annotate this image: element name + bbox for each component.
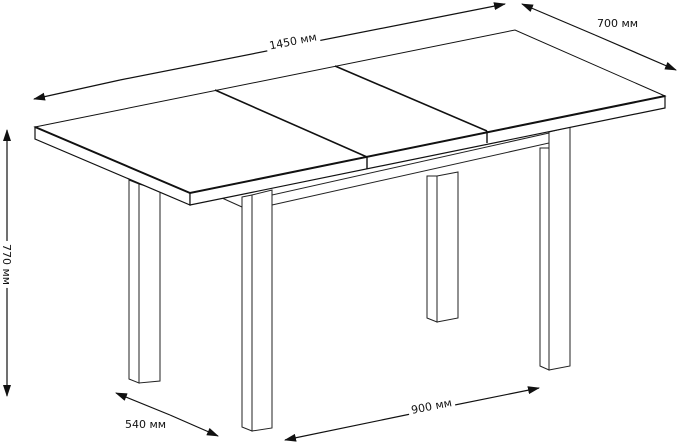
back-right-leg (426, 171, 459, 323)
front-left-leg (241, 189, 273, 432)
dimension-label-leg-span-depth: 540 мм (122, 418, 170, 431)
dimension-label-depth: 700 мм (594, 17, 642, 30)
apron (221, 132, 550, 208)
dimension-label-height: 770 мм (0, 240, 14, 289)
dim-line-900 (284, 409, 431, 442)
tabletop (33, 29, 667, 206)
front-right-leg (539, 126, 571, 371)
dim-line-540 (115, 392, 171, 416)
dim-line-700 (521, 3, 596, 36)
dim-line-1450 (33, 79, 121, 101)
back-left-leg (128, 179, 161, 384)
